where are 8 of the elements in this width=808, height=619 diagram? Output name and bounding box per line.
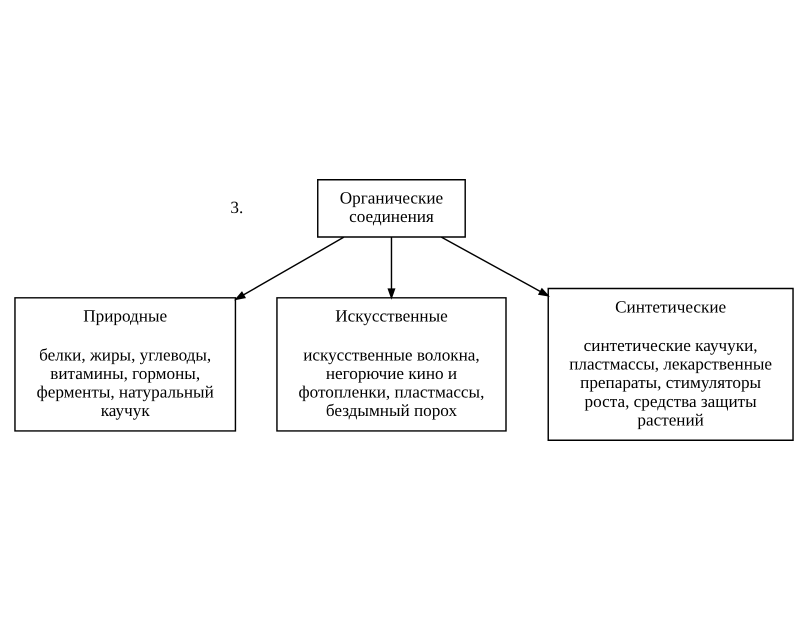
label: 3. [230,197,244,216]
node-box: Синтетические синтетические каучуки, пластмассы, лекарственные препараты, стимуляторы роста, средства защиты растений [548,287,794,440]
node-box: Искусственные искусственные волокна, негорючие кино и фотопленки, пластмассы, бездымный порох [276,296,507,432]
arrow [387,236,396,300]
node-box: Органические соединения [317,178,466,238]
arrow [441,236,550,296]
node-box: Природные белки, жиры, углеводы, витамины, гормоны, ферменты, натуральный каучук [14,296,236,432]
arrow [234,236,344,300]
